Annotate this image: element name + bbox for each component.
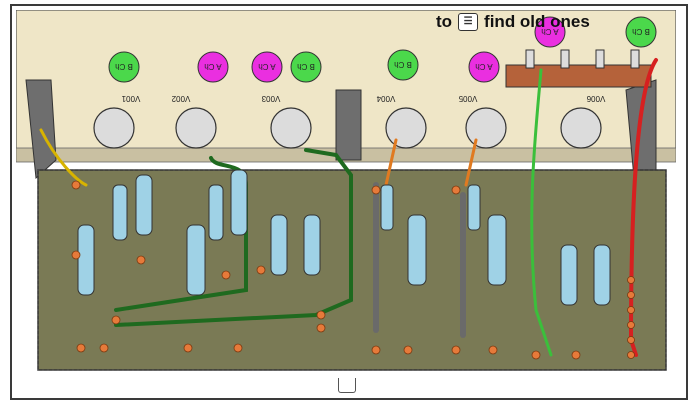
svg-text:B Ch: B Ch: [297, 62, 315, 71]
capacitor: [208, 184, 224, 241]
svg-text:A Ch: A Ch: [258, 62, 275, 71]
capacitor: [303, 214, 321, 276]
svg-text:B Ch: B Ch: [632, 27, 650, 36]
tube-label: V006: [586, 94, 605, 103]
yellow-wire: [39, 128, 88, 187]
svg-text:B Ch: B Ch: [115, 62, 133, 71]
tube-socket-v003: [270, 107, 312, 149]
capacitor: [77, 224, 95, 296]
svg-text:B Ch: B Ch: [394, 60, 412, 69]
orange-wire: [384, 138, 398, 187]
list-icon[interactable]: ☰: [458, 13, 479, 31]
capacitor: [487, 214, 507, 286]
channel-badge: [197, 51, 229, 83]
resistor: [467, 184, 481, 231]
channel-badge: [108, 51, 140, 83]
resistor: [380, 184, 394, 231]
orange-wire: [464, 138, 478, 187]
channel-badge: [534, 16, 566, 48]
capacitor: [186, 224, 206, 296]
capacitors: [77, 169, 611, 306]
tube-socket-v005: [465, 107, 507, 149]
tube-label: V003: [261, 94, 280, 103]
channel-badge: [387, 49, 419, 81]
svg-text:A Ch: A Ch: [475, 62, 492, 71]
tube-socket-v006: [560, 107, 602, 149]
channel-badge: [468, 51, 500, 83]
green-wire: [114, 148, 353, 327]
hint-suffix: find old ones: [484, 12, 590, 31]
tube-socket-v001: [93, 107, 135, 149]
svg-text:A Ch: A Ch: [541, 27, 558, 36]
capacitor: [270, 214, 288, 276]
hint-banner: to ☰ find old ones: [436, 10, 590, 34]
capacitor: [407, 214, 427, 286]
channel-badge: [625, 16, 657, 48]
solder-lugs: [71, 180, 635, 360]
channel-badges: B Ch A Ch A Ch B Ch B Ch A Ch A Ch B Ch: [108, 16, 657, 83]
tube-label: V001: [121, 94, 140, 103]
tube-socket-v002: [175, 107, 217, 149]
capacitor: [135, 174, 153, 236]
tube-label: V005: [458, 94, 477, 103]
amplifier-chassis-illustration: B Ch A Ch A Ch B Ch B Ch A Ch A Ch B Ch …: [16, 10, 676, 371]
capacitor: [593, 244, 611, 306]
bottom-handle[interactable]: [338, 378, 356, 393]
tube-label: V002: [171, 94, 190, 103]
lightgreen-wire: [530, 68, 553, 357]
tube-socket-v004: [385, 107, 427, 149]
capacitor: [112, 184, 128, 241]
hint-prefix: to: [436, 12, 453, 31]
svg-text:A Ch: A Ch: [204, 62, 221, 71]
channel-badge: [251, 51, 283, 83]
capacitor: [560, 244, 578, 306]
tube-sockets: [93, 107, 602, 149]
tube-label: V004: [376, 94, 395, 103]
channel-badge: [290, 51, 322, 83]
capacitor: [230, 169, 248, 236]
